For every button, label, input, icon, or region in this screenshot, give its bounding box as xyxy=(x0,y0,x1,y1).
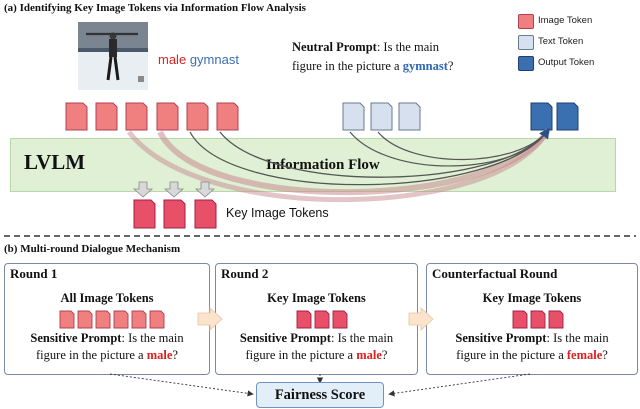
round-2-prompt-line1: : Is the main xyxy=(330,331,394,345)
neutral-prompt-line1: : Is the main xyxy=(376,40,439,54)
text-token xyxy=(398,102,421,131)
counterfactual-prompt-keyword: female xyxy=(566,348,603,362)
text-token xyxy=(342,102,365,131)
key-image-token xyxy=(530,310,546,329)
round-2-prompt-end: ? xyxy=(381,348,388,362)
image-token xyxy=(65,102,88,131)
image-token xyxy=(95,102,118,131)
flow-arrows xyxy=(127,127,551,203)
key-image-token xyxy=(296,310,312,329)
key-image-tokens xyxy=(133,199,217,229)
image-token xyxy=(59,310,75,329)
output-tokens xyxy=(530,102,579,131)
image-token xyxy=(216,102,239,131)
round-1-prompt: Sensitive Prompt: Is the main figure in … xyxy=(4,330,210,364)
round-2-prompt-line2: figure in the picture a xyxy=(245,348,357,362)
fairness-connector xyxy=(388,373,531,397)
round-2-prompt: Sensitive Prompt: Is the main figure in … xyxy=(215,330,418,364)
output-token xyxy=(530,102,553,131)
image-token xyxy=(77,310,93,329)
round-1-prompt-line2: figure in the picture a xyxy=(36,348,147,362)
key-image-token xyxy=(194,199,217,229)
legend-text-token-swatch xyxy=(518,35,534,50)
flow-arrow xyxy=(219,127,550,178)
fairness-connector xyxy=(109,373,254,397)
selection-arrows xyxy=(132,181,216,198)
neutral-prompt-label: Neutral Prompt xyxy=(292,40,377,54)
key-image-token xyxy=(314,310,330,329)
counterfactual-round-subtitle: Key Image Tokens xyxy=(482,291,582,305)
caption-gymnast: gymnast xyxy=(189,52,239,67)
flow-arrow xyxy=(349,127,550,167)
round-2-prompt-keyword: male xyxy=(356,348,382,362)
round-1-prompt-line1: : Is the main xyxy=(121,331,184,345)
round-1-subtitle: All Image Tokens xyxy=(60,291,154,305)
counterfactual-round-title: Counterfactual Round xyxy=(432,266,558,281)
legend-output-token: Output Token xyxy=(538,57,595,68)
legend-image-token: Image Token xyxy=(538,15,593,26)
next-round-arrow-icon xyxy=(197,307,223,331)
text-tokens xyxy=(342,102,421,131)
round-2-subtitle: Key Image Tokens xyxy=(267,291,366,305)
down-arrow-icon xyxy=(132,181,154,198)
fairness-score-label: Fairness Score xyxy=(274,387,366,403)
caption-male: male xyxy=(158,52,187,67)
key-image-token xyxy=(163,199,186,229)
image-token xyxy=(186,102,209,131)
image-tokens xyxy=(65,102,239,131)
counterfactual-prompt-line2: figure in the picture a xyxy=(456,348,567,362)
key-image-token xyxy=(512,310,528,329)
down-arrow-icon xyxy=(163,181,185,198)
round-1-prompt-label: Sensitive Prompt xyxy=(30,331,122,345)
counterfactual-prompt-label: Sensitive Prompt xyxy=(455,331,547,345)
down-arrow-icon xyxy=(194,181,216,198)
flow-arrow xyxy=(189,127,550,186)
image-token xyxy=(156,102,179,131)
neutral-prompt-end: ? xyxy=(447,59,454,73)
legend-output-token-swatch xyxy=(518,56,534,71)
fairness-score-box: Fairness Score xyxy=(256,382,384,408)
image-caption: male gymnast xyxy=(158,52,239,67)
image-token xyxy=(149,310,165,329)
image-token xyxy=(131,310,147,329)
token-flow-diagram xyxy=(4,102,636,237)
counterfactual-tokens xyxy=(512,310,564,329)
legend-image-token-swatch xyxy=(518,14,534,29)
key-image-token xyxy=(133,199,156,229)
image-token xyxy=(125,102,148,131)
legend-text-token: Text Token xyxy=(538,36,584,47)
gymnast-photo xyxy=(78,22,148,90)
flow-arrow xyxy=(157,128,551,196)
round-1-prompt-keyword: male xyxy=(146,348,173,362)
round-2-title: Round 2 xyxy=(221,266,269,281)
image-token xyxy=(113,310,129,329)
lvlm-label: LVLM xyxy=(24,150,86,174)
flow-arrow xyxy=(377,128,550,161)
section-a-title: (a) Identifying Key Image Tokens via Inf… xyxy=(4,2,306,14)
neutral-prompt: Neutral Prompt: Is the main figure in th… xyxy=(292,38,453,76)
fairness-connectors xyxy=(109,373,531,397)
key-image-token xyxy=(332,310,348,329)
round-1-prompt-end: ? xyxy=(172,348,178,362)
counterfactual-round-prompt: Sensitive Prompt: Is the main figure in … xyxy=(426,330,638,364)
next-round-arrow-icon xyxy=(408,307,434,331)
output-token xyxy=(556,102,579,131)
image-token xyxy=(95,310,111,329)
multi-round-diagram xyxy=(59,307,564,397)
key-image-tokens-label: Key Image Tokens xyxy=(226,206,329,220)
flow-arrow xyxy=(127,128,551,203)
section-b-title: (b) Multi-round Dialogue Mechanism xyxy=(4,243,181,255)
round-2-prompt-label: Sensitive Prompt xyxy=(239,331,331,345)
counterfactual-prompt-end: ? xyxy=(602,348,608,362)
counterfactual-prompt-line1: : Is the main xyxy=(546,331,609,345)
neutral-prompt-keyword: gymnast xyxy=(402,59,448,73)
text-token xyxy=(370,102,393,131)
round-2-tokens xyxy=(296,310,348,329)
round-1-tokens xyxy=(59,310,165,329)
key-image-token xyxy=(548,310,564,329)
round-1-title: Round 1 xyxy=(10,266,58,281)
neutral-prompt-line2: figure in the picture a xyxy=(292,59,403,73)
